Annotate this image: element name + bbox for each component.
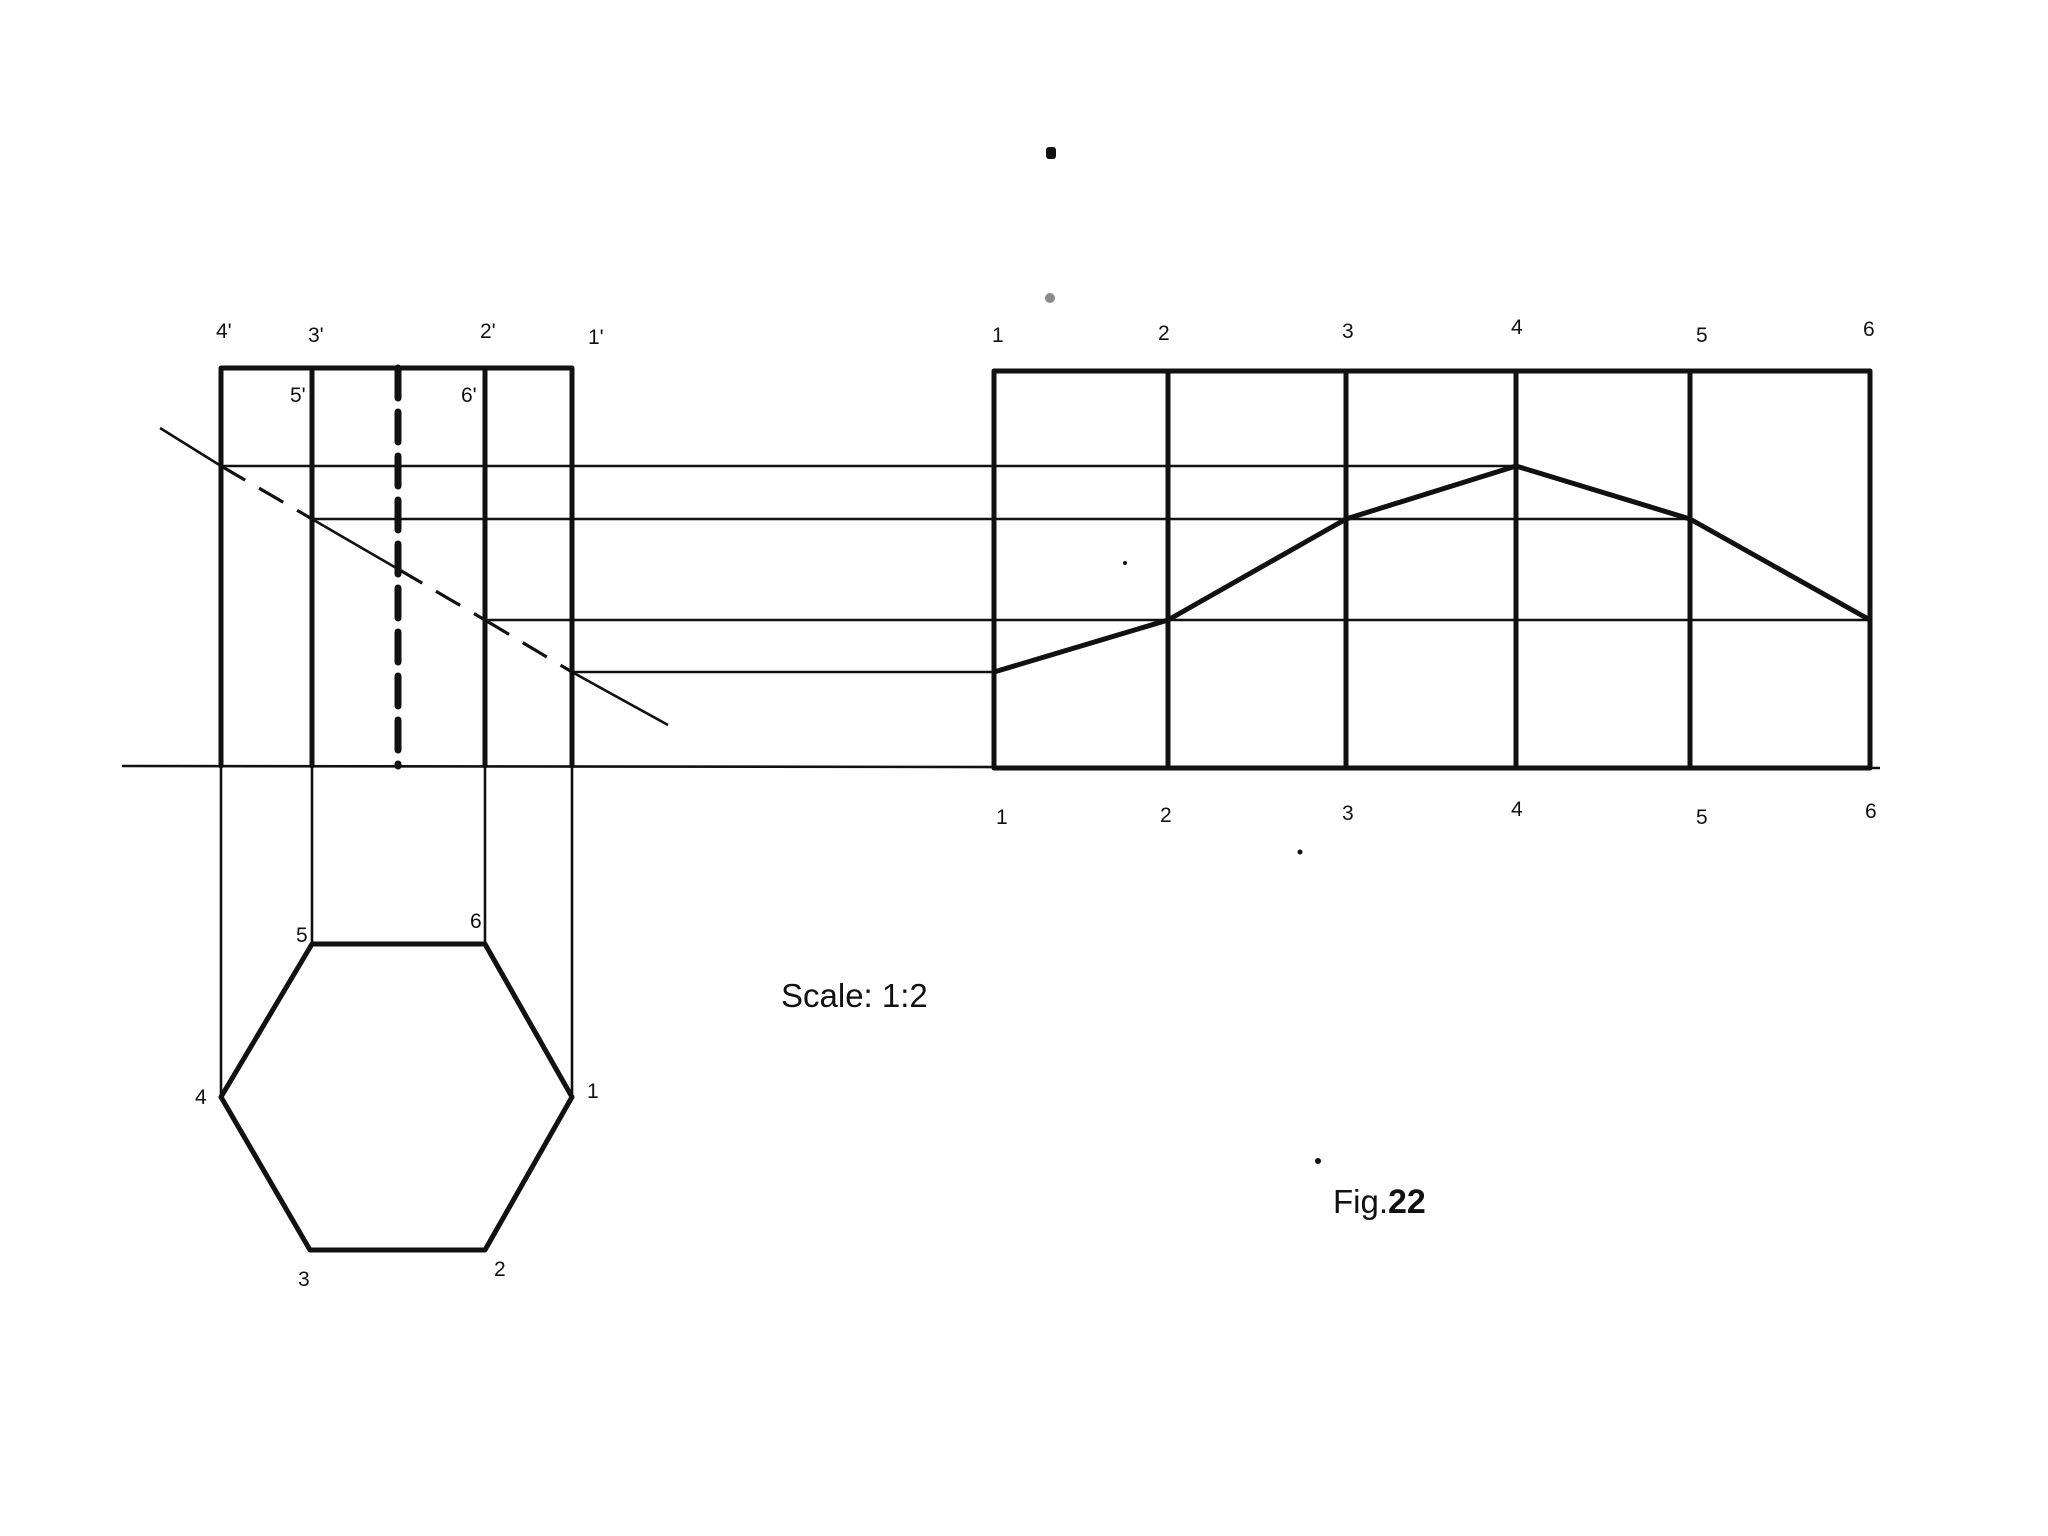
- top-view-label-6: 6: [470, 910, 482, 933]
- top-view-label-4: 4: [195, 1086, 207, 1109]
- development-top-label-2: 2: [1158, 322, 1170, 345]
- scan-specks: [1045, 147, 1321, 1164]
- section-plane-line: [311, 517, 399, 571]
- figure-caption-number: 22: [1388, 1183, 1426, 1221]
- scale-label: Scale: 1:2: [781, 977, 928, 1014]
- development-bottom-label-1: 1: [996, 806, 1008, 829]
- development: 1 2 3 4 5 6 1 2 3 4 5 6: [991, 316, 1877, 829]
- development-top-label-3: 3: [1342, 320, 1354, 343]
- development-top-label-1: 1: [992, 324, 1004, 347]
- section-plane-line: [571, 670, 669, 727]
- front-view-label-4: 4': [216, 320, 232, 343]
- figure-caption: Fig.22: [1333, 1183, 1426, 1221]
- front-view-label-6: 6': [461, 384, 477, 407]
- development-top-label-6: 6: [1863, 318, 1875, 341]
- top-view-hexagon: [218, 941, 575, 1253]
- top-view-label-1: 1: [587, 1080, 599, 1103]
- top-view-label-2: 2: [494, 1258, 506, 1281]
- section-plane-line: [159, 426, 222, 468]
- front-view-label-5: 5': [290, 384, 306, 407]
- development-bottom-label-5: 5: [1696, 806, 1708, 829]
- top-view-label-5: 5: [296, 924, 308, 947]
- section-plane-line-hidden: [397, 567, 486, 622]
- section-plane-line-hidden: [484, 618, 573, 674]
- front-view-label-2: 2': [480, 320, 496, 343]
- development-bottom-label-6: 6: [1865, 800, 1877, 823]
- development-outline: [991, 368, 1873, 771]
- section-plane-line-hidden: [220, 464, 313, 521]
- top-view: 5 6 4 1 3 2: [195, 910, 599, 1291]
- development-section-curve: [991, 463, 1873, 675]
- front-view: 4' 3' 2' 1' 5' 6': [159, 320, 669, 770]
- development-bottom-label-4: 4: [1511, 798, 1523, 821]
- development-bottom-label-3: 3: [1342, 802, 1354, 825]
- front-view-label-1: 1': [588, 326, 604, 349]
- figure-caption-prefix: Fig.: [1333, 1183, 1388, 1220]
- projector-lines: [219, 464, 1870, 1097]
- development-top-label-4: 4: [1511, 316, 1523, 339]
- development-top-label-5: 5: [1696, 324, 1708, 347]
- top-view-label-3: 3: [298, 1268, 310, 1291]
- front-view-label-3: 3': [308, 324, 324, 347]
- development-bottom-label-2: 2: [1160, 804, 1172, 827]
